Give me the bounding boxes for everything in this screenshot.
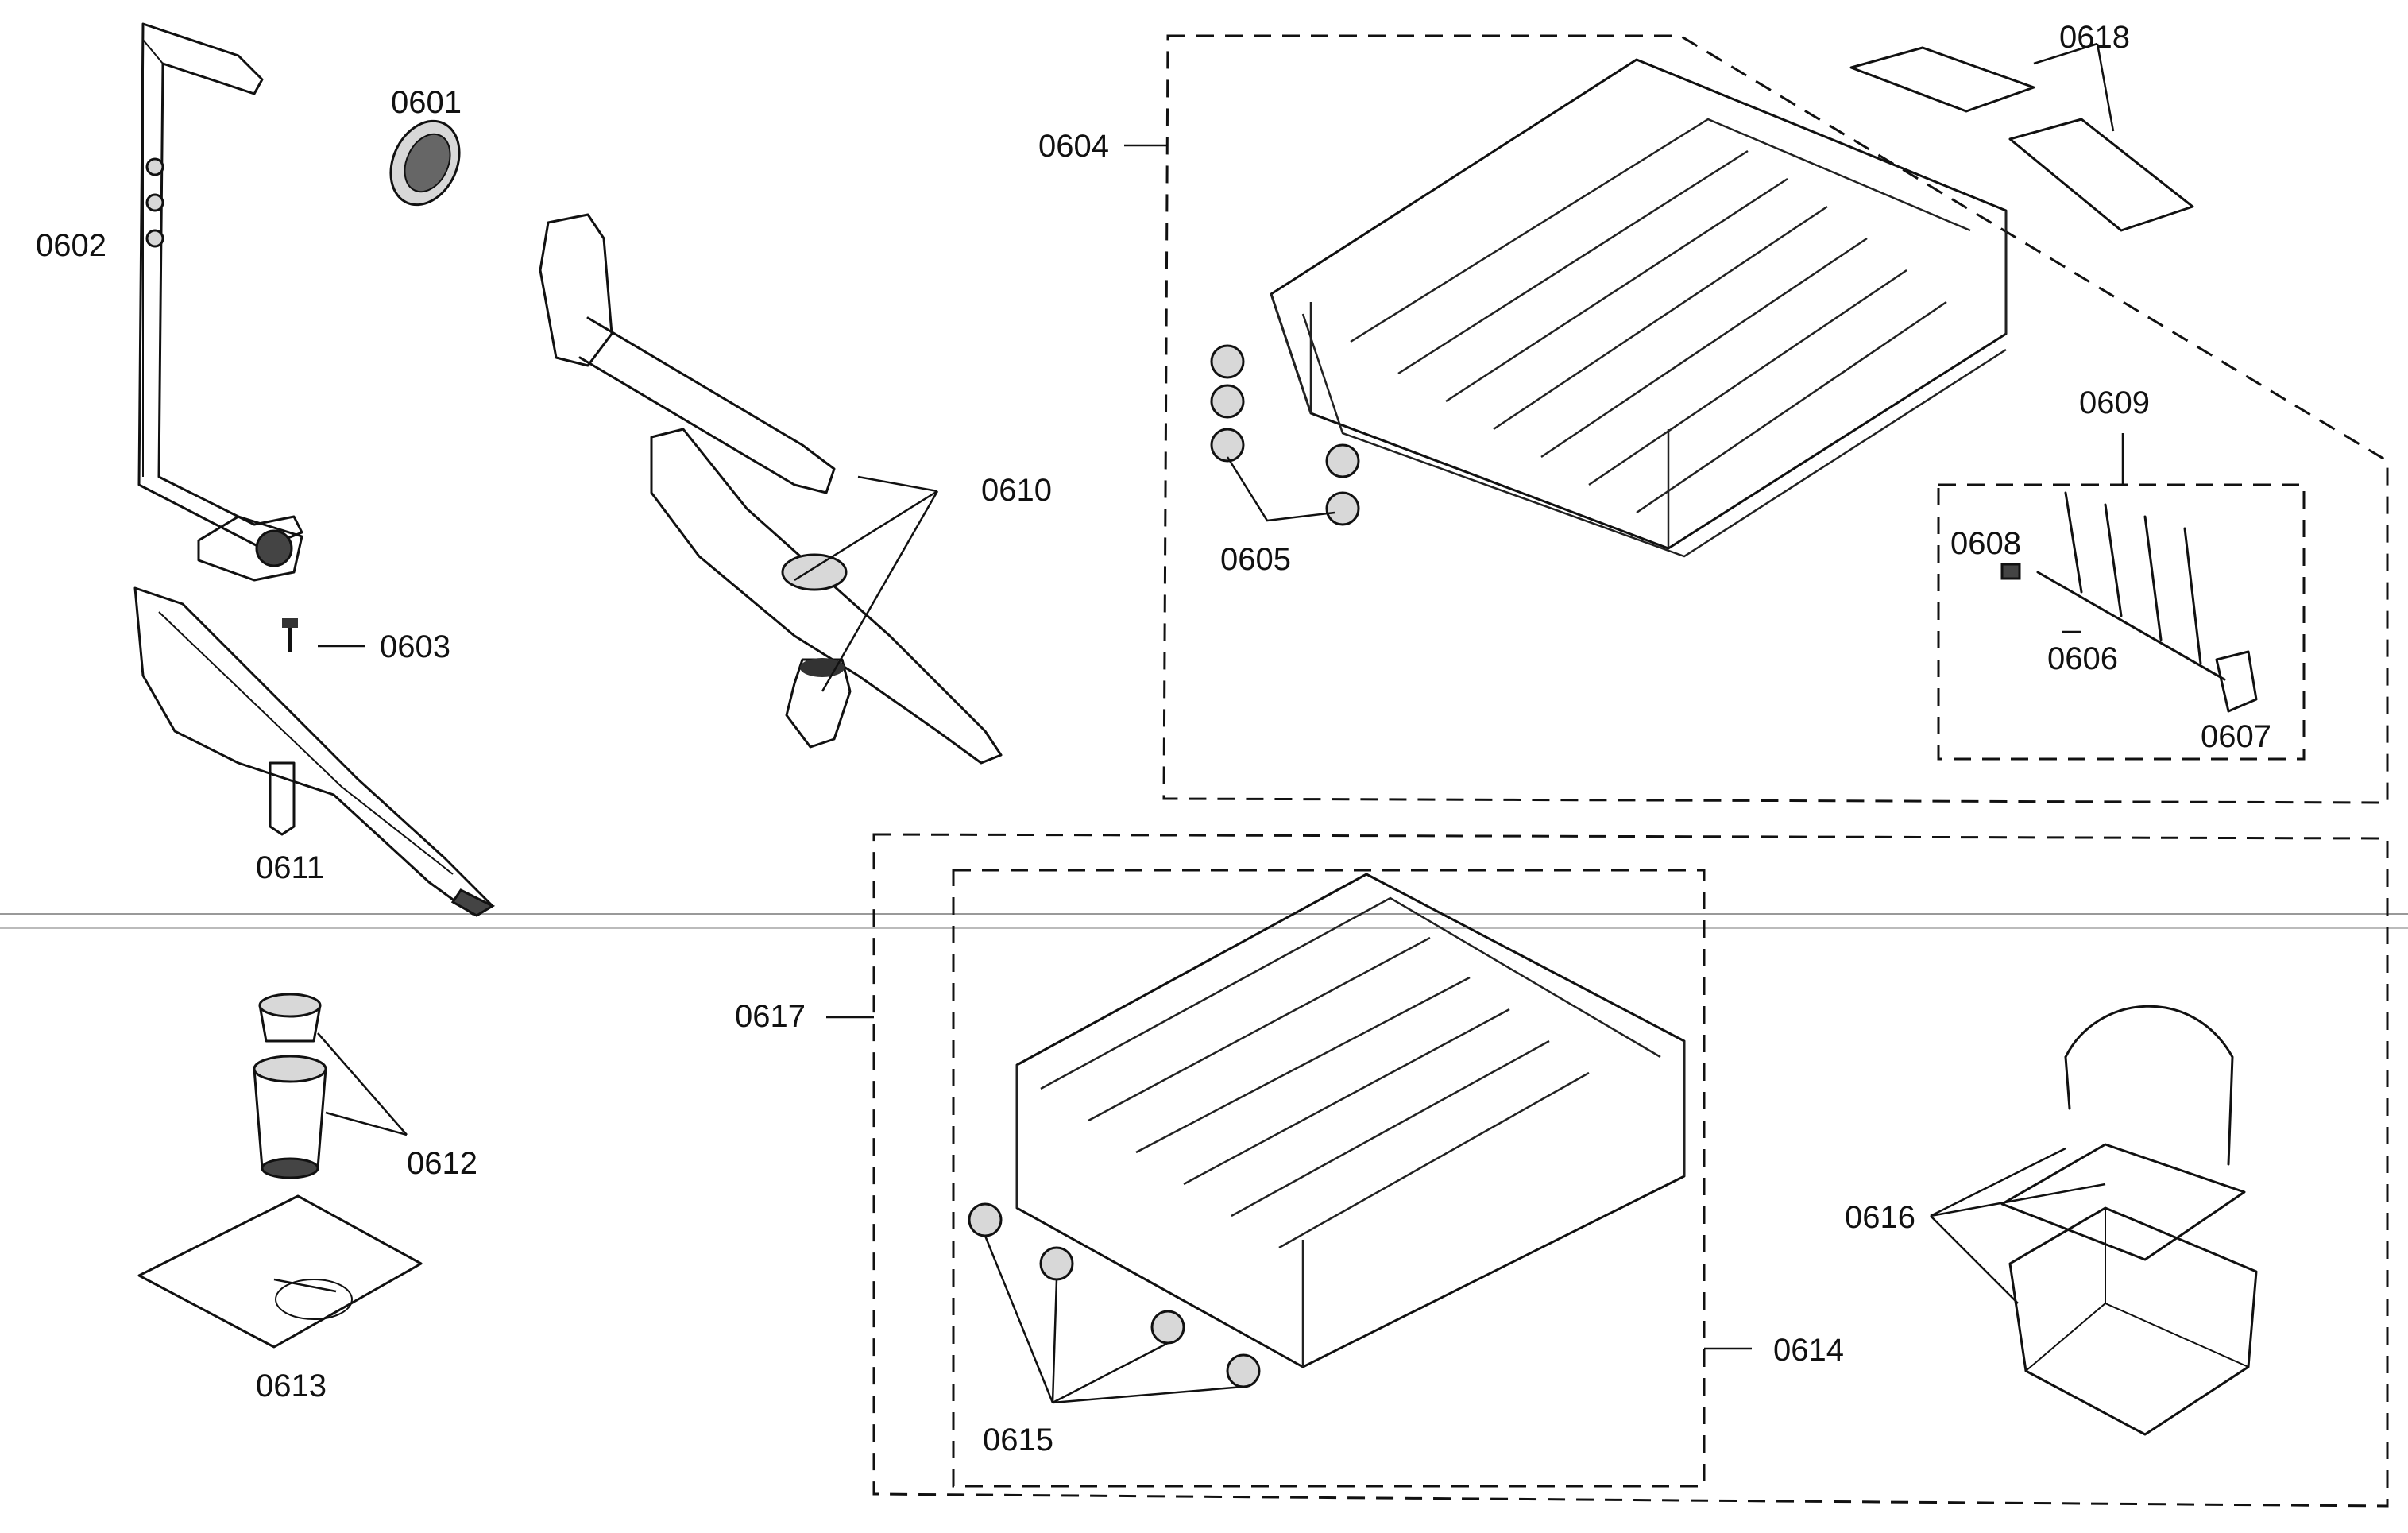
lower-rack-0617: [872, 833, 2389, 1508]
tine-assembly-0609: [1937, 483, 2306, 761]
label-0615: 0615: [983, 1423, 1053, 1458]
cutlery-basket-0616: [2000, 1005, 2258, 1436]
screw-0603: [282, 618, 298, 652]
label-0609: 0609: [2079, 385, 2150, 420]
label-0602: 0602: [36, 228, 106, 263]
label-0611: 0611: [256, 850, 324, 885]
filter-assembly-0612: [253, 993, 327, 1179]
label-0614: 0614: [1773, 1333, 1844, 1368]
filter-plate-0613: [137, 1194, 423, 1349]
label-0608: 0608: [1950, 526, 2021, 561]
upper-rack-0604: [1162, 34, 2389, 804]
spray-arm-0610: [539, 213, 1003, 765]
filter-cap-0601: [389, 119, 461, 207]
label-0616: 0616: [1845, 1200, 1915, 1235]
spray-arm-0611: [133, 586, 496, 917]
scan-divider: [0, 913, 2408, 929]
label-0610: 0610: [981, 473, 1052, 508]
label-0601: 0601: [391, 85, 462, 120]
label-0618: 0618: [2059, 20, 2130, 55]
label-0606: 0606: [2047, 641, 2118, 676]
label-0605: 0605: [1220, 542, 1291, 577]
spray-pipe-0602: [137, 22, 303, 582]
label-0603: 0603: [380, 629, 450, 664]
part-labels: 0601 0602 0603 0604 0605 0606 0607 0608 …: [36, 20, 2271, 1458]
leader-lines: [273, 42, 2124, 1404]
label-0604: 0604: [1038, 129, 1109, 164]
label-0617: 0617: [735, 999, 806, 1034]
label-0613: 0613: [256, 1368, 327, 1403]
label-0612: 0612: [407, 1146, 477, 1181]
label-0607: 0607: [2201, 719, 2271, 754]
rack-flaps-0618: [1849, 46, 2194, 232]
